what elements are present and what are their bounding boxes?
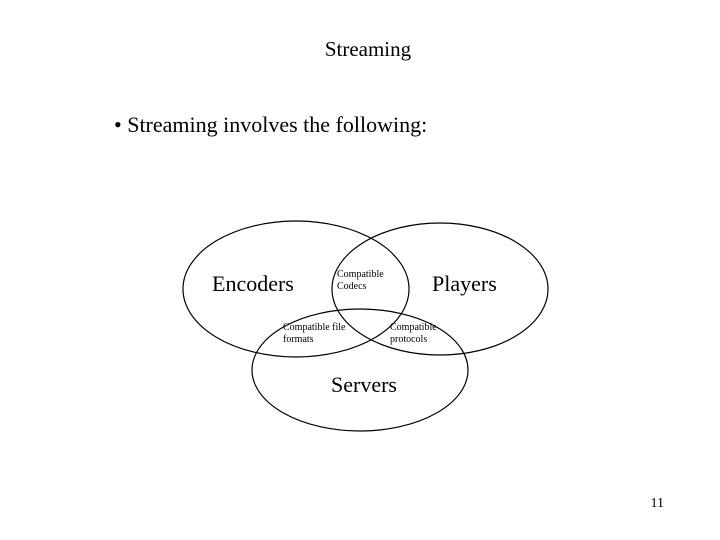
encoders-label: Encoders <box>212 271 294 296</box>
codecs-label-line1: Compatible <box>337 269 384 280</box>
players-ellipse <box>331 222 549 356</box>
slide-title: Streaming <box>324 37 412 61</box>
file-formats-label-line1: Compatible file <box>283 322 346 333</box>
servers-ellipse <box>251 308 469 432</box>
players-label: Players <box>432 271 497 296</box>
bullet-point: • Streaming involves the following: <box>114 110 427 140</box>
protocols-label-line1: Compatible <box>390 322 437 333</box>
page-number: 11 <box>650 496 664 511</box>
servers-label: Servers <box>331 372 397 397</box>
file-formats-label-line2: formats <box>283 334 314 345</box>
bullet-marker: • <box>114 112 122 137</box>
bullet-text: Streaming involves the following: <box>127 112 428 137</box>
codecs-label-line2: Codecs <box>337 281 367 292</box>
encoders-ellipse <box>182 220 410 358</box>
protocols-label-line2: protocols <box>390 334 427 345</box>
